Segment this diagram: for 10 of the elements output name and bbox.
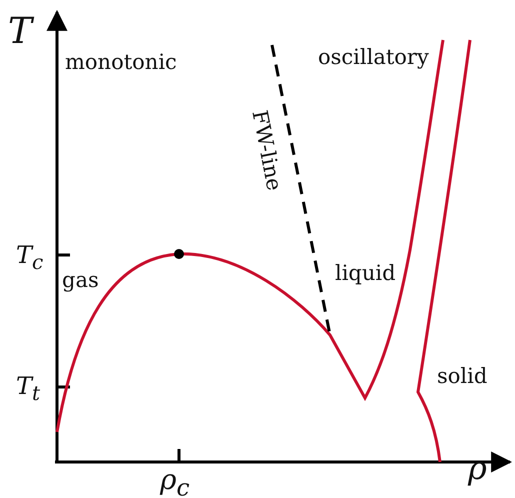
line-label: FW-line <box>248 108 285 192</box>
tick-label: ρ$_{c}$ <box>160 466 190 498</box>
region-label: oscillatory <box>318 47 429 68</box>
region-label: gas <box>62 270 99 291</box>
region-label: liquid <box>335 263 396 284</box>
tick-label: T$_{t}$ <box>16 374 40 403</box>
region-label: solid <box>437 366 488 387</box>
axis-label: T <box>8 14 32 50</box>
tick-label: T$_{c}$ <box>16 243 44 272</box>
region-label: monotonic <box>65 52 177 73</box>
